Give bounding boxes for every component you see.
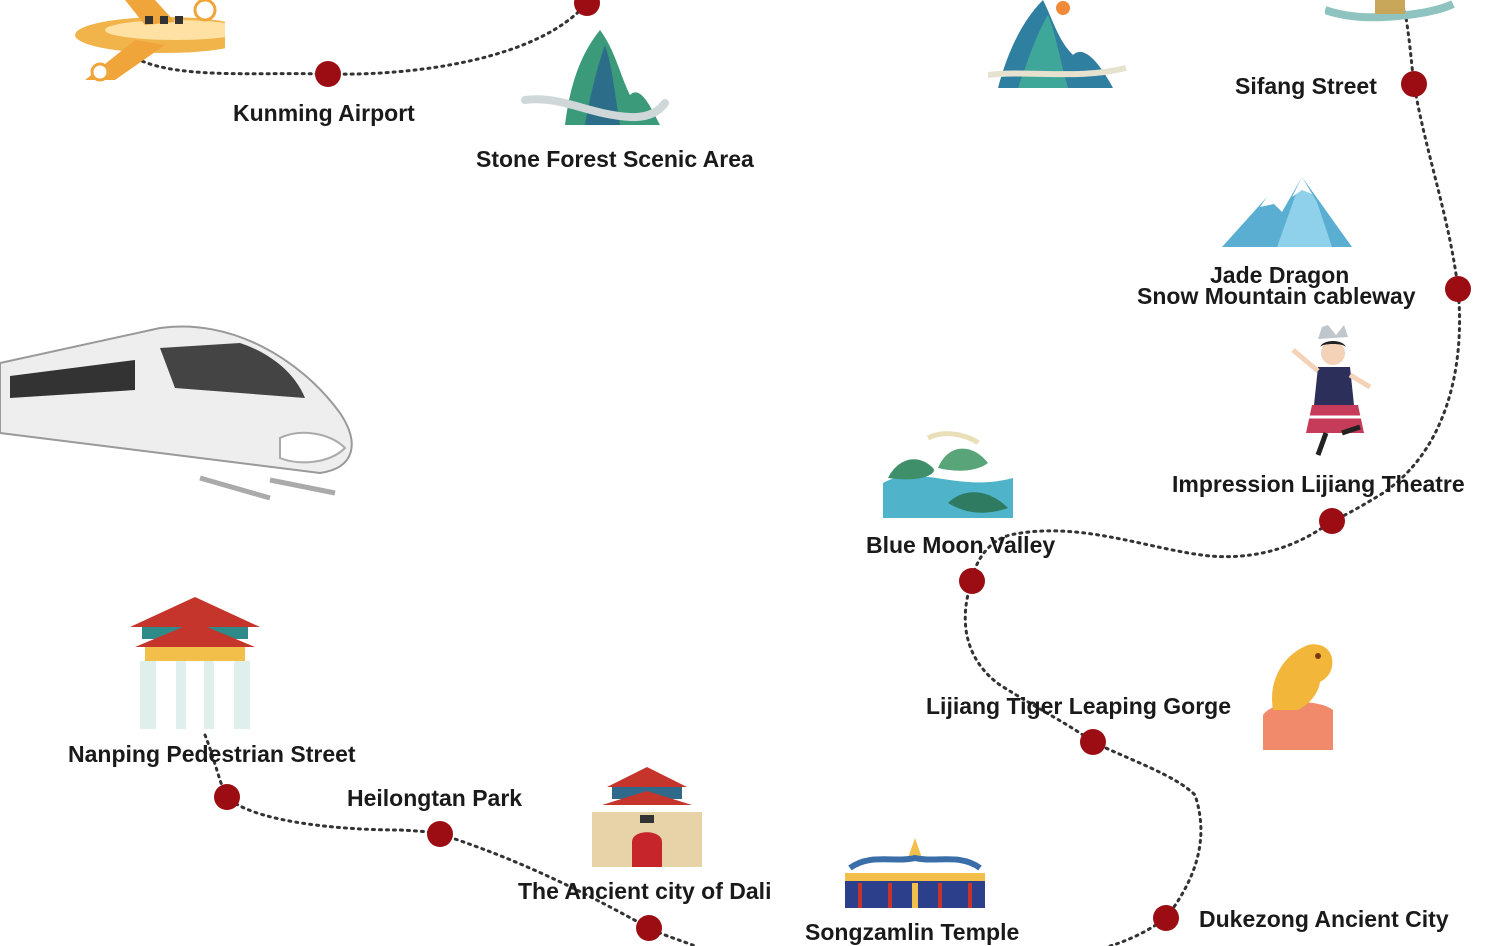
temple-icon — [845, 838, 985, 908]
stop-label-kunming-airport: Kunming Airport — [233, 100, 415, 126]
tiger-rock-icon — [1263, 644, 1333, 750]
stop-dot-dukezong — [1153, 905, 1179, 931]
city-gate-icon — [592, 767, 702, 867]
stop-label-impression-lijiang: Impression Lijiang Theatre — [1172, 471, 1465, 497]
route-line — [128, 1, 589, 76]
stop-label-songzamlin: Songzamlin Temple — [805, 919, 1020, 945]
lake-hills-icon — [883, 431, 1013, 518]
stop-dot-kunming-airport — [315, 61, 341, 87]
route-dots — [214, 0, 1471, 941]
stop-label-stone-forest: Stone Forest Scenic Area — [476, 146, 754, 172]
stop-dot-heilongtan — [427, 821, 453, 847]
stop-dot-dali — [636, 915, 662, 941]
high-speed-train-icon — [0, 325, 353, 501]
stop-dot-jade-dragon — [1445, 276, 1471, 302]
mountain-scroll-icon — [988, 0, 1127, 88]
stop-label-blue-moon-valley: Blue Moon Valley — [866, 532, 1056, 558]
old-town-icon — [1325, 0, 1455, 22]
stop-label-jade-dragon-line1: Jade Dragon — [1210, 262, 1350, 288]
stop-dot-impression-lijiang — [1319, 508, 1345, 534]
stop-label-nanping: Nanping Pedestrian Street — [68, 741, 356, 767]
karst-mountain-icon — [521, 30, 669, 125]
stop-dot-sifang-street — [1401, 71, 1427, 97]
stop-label-dukezong: Dukezong Ancient City — [1199, 906, 1449, 932]
stop-dot-blue-moon-valley — [959, 568, 985, 594]
snow-mountain-icon — [1222, 177, 1352, 247]
stop-label-tiger-leaping-gorge: Lijiang Tiger Leaping Gorge — [926, 693, 1231, 719]
stop-label-heilongtan: Heilongtan Park — [347, 785, 523, 811]
dancer-icon — [1291, 325, 1372, 456]
stop-label-sifang-street: Sifang Street — [1235, 73, 1377, 99]
stop-dot-stone-forest — [574, 0, 600, 16]
airplane-icon — [75, 0, 225, 82]
archway-icon — [130, 597, 260, 729]
stop-label-jade-dragon-line2: Snow Mountain cableway — [1137, 283, 1416, 309]
stop-label-dali: The Ancient city of Dali — [518, 878, 772, 904]
stop-dot-tiger-leaping-gorge — [1080, 729, 1106, 755]
stop-dot-nanping — [214, 784, 240, 810]
